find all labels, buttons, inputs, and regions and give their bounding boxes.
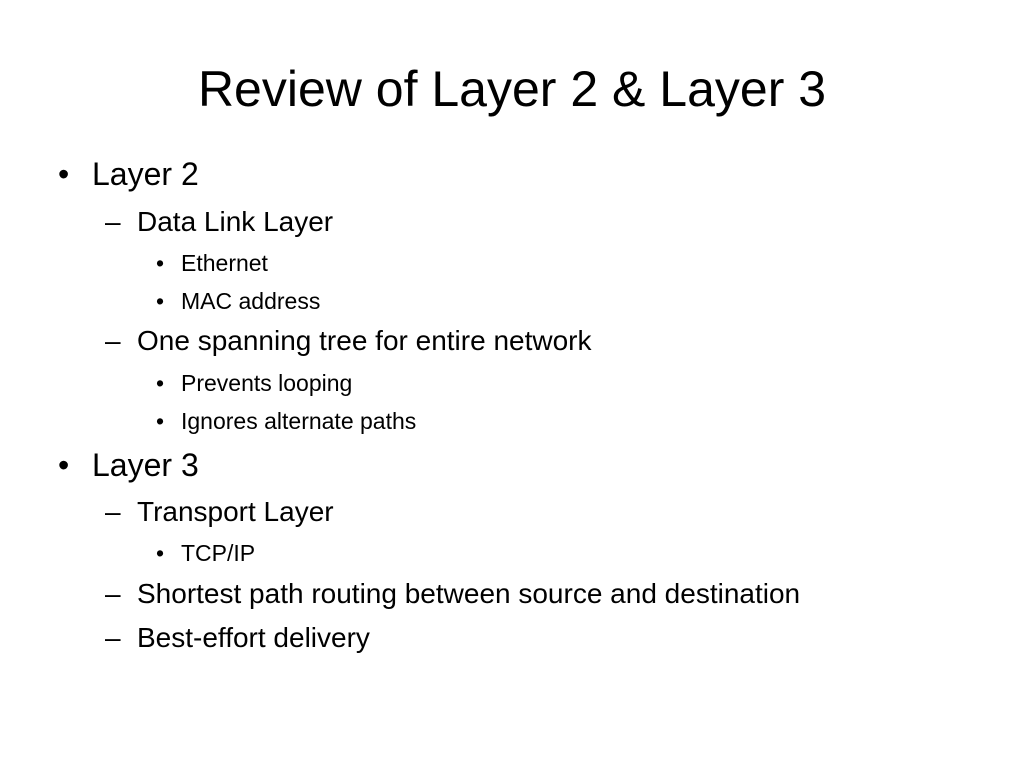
sub-sub-item-text: Prevents looping xyxy=(181,370,353,396)
sub-sub-item-text: Ignores alternate paths xyxy=(181,408,417,434)
dash-marker: – xyxy=(105,496,121,527)
sub-item-text: Transport Layer xyxy=(137,496,334,527)
bullet-text: Layer 2 xyxy=(92,156,199,192)
bullet-marker: • xyxy=(156,250,165,276)
slide-title: Review of Layer 2 & Layer 3 xyxy=(197,61,827,117)
sub-sub-item-prevents-looping: • Prevents looping xyxy=(156,370,353,397)
bullet-marker: • xyxy=(156,370,165,396)
bullet-marker: • xyxy=(58,156,70,192)
sub-item-spanning-tree: – One spanning tree for entire network xyxy=(105,325,592,357)
sub-sub-item-ignores-alternate-paths: • Ignores alternate paths xyxy=(156,408,417,435)
bullet-marker: • xyxy=(156,408,165,434)
bullet-item-layer-3: • Layer 3 xyxy=(58,447,199,484)
dash-marker: – xyxy=(105,578,121,609)
sub-sub-item-ethernet: • Ethernet xyxy=(156,250,268,277)
sub-item-text: Shortest path routing between source and… xyxy=(137,578,801,609)
sub-item-shortest-path-routing: – Shortest path routing between source a… xyxy=(105,578,801,610)
dash-marker: – xyxy=(105,325,121,356)
sub-item-text: Best-effort delivery xyxy=(137,622,370,653)
sub-item-text: Data Link Layer xyxy=(137,206,334,237)
sub-sub-item-text: TCP/IP xyxy=(181,540,256,566)
bullet-marker: • xyxy=(58,447,70,483)
dash-marker: – xyxy=(105,206,121,237)
bullet-text: Layer 3 xyxy=(92,447,199,483)
sub-sub-item-tcp-ip: • TCP/IP xyxy=(156,540,256,567)
sub-sub-item-text: MAC address xyxy=(181,288,321,314)
sub-sub-item-mac-address: • MAC address xyxy=(156,288,321,315)
bullet-marker: • xyxy=(156,288,165,314)
dash-marker: – xyxy=(105,622,121,653)
bullet-marker: • xyxy=(156,540,165,566)
sub-item-data-link-layer: – Data Link Layer xyxy=(105,206,334,238)
sub-sub-item-text: Ethernet xyxy=(181,250,268,276)
sub-item-best-effort-delivery: – Best-effort delivery xyxy=(105,622,370,654)
sub-item-transport-layer: – Transport Layer xyxy=(105,496,334,528)
bullet-item-layer-2: • Layer 2 xyxy=(58,156,199,193)
sub-item-text: One spanning tree for entire network xyxy=(137,325,592,356)
